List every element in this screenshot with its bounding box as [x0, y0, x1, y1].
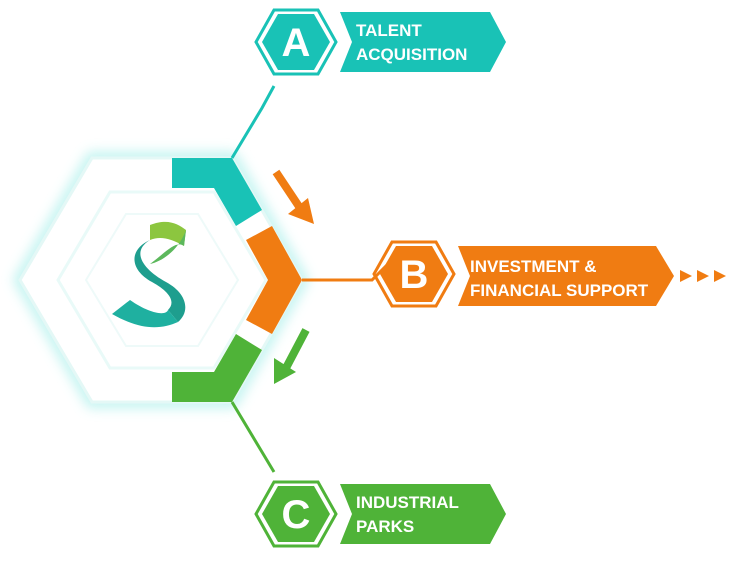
node-a-hex-outline: [254, 8, 338, 76]
continue-arrows-icon: [680, 270, 726, 282]
node-a-label-line2: ACQUISITION: [356, 45, 467, 64]
node-b-hex-outline: [372, 240, 456, 308]
node-b-tag: [458, 246, 674, 306]
node-a-tag: [340, 12, 506, 72]
node-a-label-line1: TALENT: [356, 21, 422, 40]
node-c-letter: C: [282, 493, 311, 537]
segment-orange: [246, 226, 302, 334]
segment-green: [172, 334, 262, 402]
node-b-hex: [380, 246, 448, 302]
node-b-letter: B: [400, 253, 429, 297]
node-c-hex: [262, 486, 330, 542]
connector-line-a: [230, 85, 276, 159]
node-c: C INDUSTRIAL PARKS: [254, 480, 506, 548]
node-b-label-line1: INVESTMENT &: [470, 257, 597, 276]
node-c-label-line2: PARKS: [356, 517, 414, 536]
arrow-down-right-icon: [272, 169, 314, 224]
s-ribbon-logo-icon: [112, 221, 186, 328]
segment-teal: [172, 158, 262, 226]
node-b: B INVESTMENT & FINANCIAL SUPPORT: [372, 240, 726, 308]
node-a: A TALENT ACQUISITION: [254, 8, 506, 76]
connector-line-c: [230, 401, 276, 473]
arrow-down-left-icon: [274, 328, 310, 384]
node-a-letter: A: [282, 21, 311, 65]
node-c-hex-outline: [254, 480, 338, 548]
node-c-tag: [340, 484, 506, 544]
node-a-hex: [262, 14, 330, 70]
node-c-label-line1: INDUSTRIAL: [356, 493, 459, 512]
node-b-label-line2: FINANCIAL SUPPORT: [470, 281, 649, 300]
